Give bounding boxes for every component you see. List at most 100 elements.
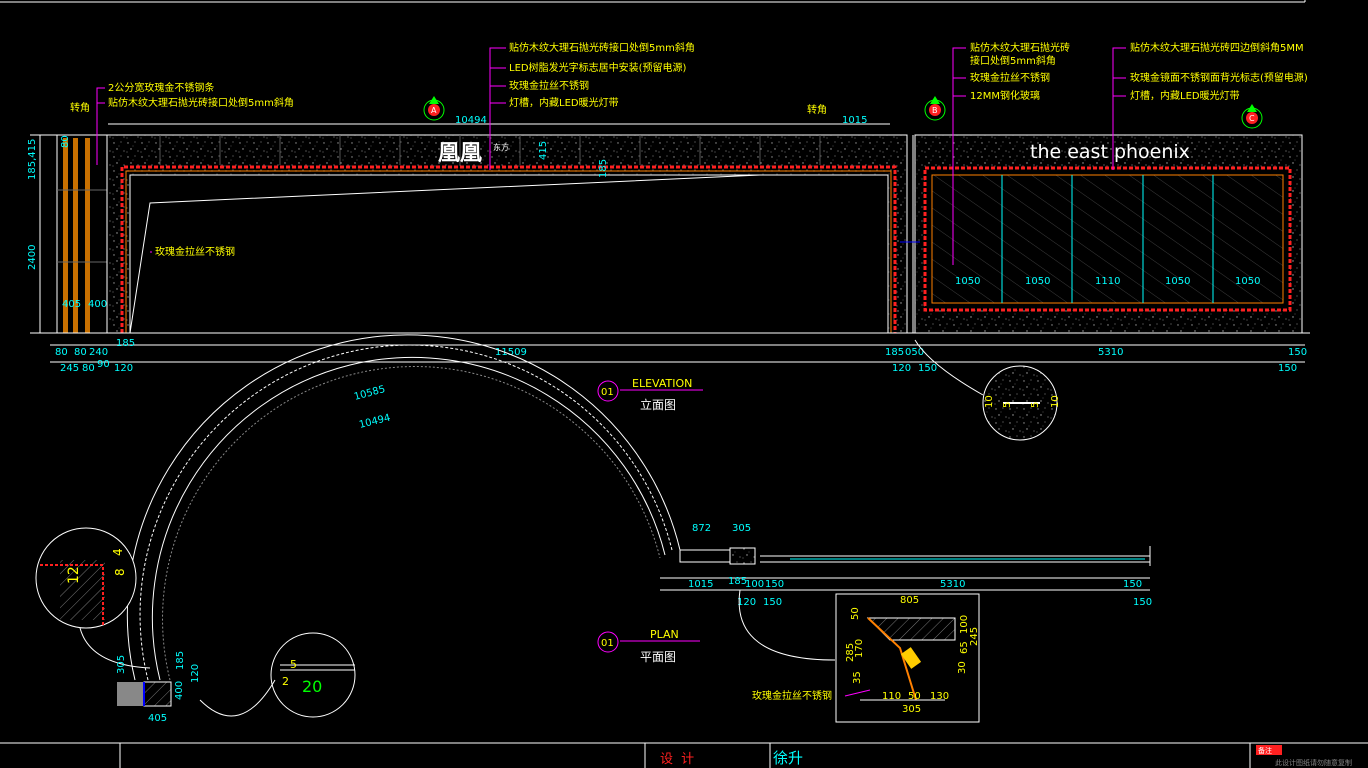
title-cn: 立面图 [640,397,676,412]
dim-v-415: 415 [538,141,549,160]
plan-dim: 150 [763,597,782,608]
plan-dim: 5310 [940,579,965,590]
foot-dim: 185 [175,651,186,670]
plan-view[interactable]: 10585 10494 872 305 1015 185 100 150 120… [35,334,1152,724]
dim-b2: 90 [97,359,110,370]
section-dim: 65 [959,641,970,654]
glass-panel [931,174,1284,304]
plan-column [729,547,756,565]
foot-dim: 400 [174,681,185,700]
note-right-b-1: 贴仿木纹大理石抛光砖四边倒斜角5MM [1130,41,1304,54]
rose-gold-trim-main [120,165,897,333]
detail-dim: 10 [1050,395,1061,408]
logo-cn: 凰凰 [438,141,482,166]
note-right-a-3: 玫瑰金拉丝不锈钢 [970,71,1050,84]
note-right-b-2: 玫瑰金镜面不锈钢面背光标志(预留电源) [1130,71,1308,84]
dim-11509: 11509 [495,347,527,358]
logo-en: the east phoenix [1030,141,1190,163]
section-dim: 35 [852,671,863,684]
trim-inner-line [125,170,892,333]
title-cn: 平面图 [640,650,676,664]
panel-dim: 1050 [1165,276,1190,287]
panel-dims: 1050 1050 1110 1050 1050 [955,276,1260,287]
plan-dim: 150 [1133,597,1152,608]
note-left-1: 2公分宽玫瑰金不锈钢条 [108,81,214,94]
stamp-box [1256,745,1282,755]
corner-label-mid: 转角 [807,103,827,116]
leader-lines [96,47,1126,265]
note-center-2: LED树脂发光字标志居中安装(预留电源) [509,61,686,74]
elevation-view[interactable]: 凰凰 东方 the east phoenix 1050 1050 1110 10… [27,41,1310,441]
section-marker-label: A [431,106,437,115]
detail-circle-small[interactable]: 2 5 20 [199,632,356,718]
dim-b2: 120 [114,363,133,374]
rose-gold-strip-3 [85,138,90,333]
plan-title: 01 PLAN 平面图 [597,628,700,664]
dim-b2: 245 [60,363,79,374]
dim-b2: 150 [1278,363,1297,374]
note-right-a-1: 贴仿木纹大理石抛光砖 [970,41,1070,54]
arc-mid [139,344,673,681]
detail-dim: 5 [290,658,297,671]
dim-400: 400 [88,299,107,310]
title-en: ELEVATION [632,377,692,390]
section-dim: 50 [850,607,861,620]
dim-v-185: 185 [598,159,609,178]
note-center-1: 贴仿木纹大理石抛光砖接口处倒5mm斜角 [509,41,695,54]
section-detail-box[interactable]: 805 50 285 170 35 100 65 245 30 110 50 1… [752,593,980,723]
dim-b: 150 [1288,347,1307,358]
title-number: 01 [601,387,614,398]
detail-dim: 2 [282,675,289,688]
elevation-title: 01 ELEVATION 立面图 [597,377,703,412]
foot-dim: 405 [148,713,167,724]
dim-v-80: 80 [60,135,71,148]
arc-dim-outer: 10585 [353,384,387,403]
detail-circle-elevation[interactable]: 10 5 5 10 [914,339,1061,441]
section-dim: 285 [845,643,856,662]
dim-b: 240 [89,347,108,358]
dim-b: 185 [116,338,135,349]
note-left-2: 贴仿木纹大理石抛光砖接口处倒5mm斜角 [108,96,294,109]
arc-dim-inner: 10494 [358,413,392,431]
footer-text: 此设计图纸请勿随意复制 [1275,758,1352,767]
section-marker-b[interactable]: B [924,96,946,121]
detail-circle-left[interactable]: 12 8 4 [35,527,151,669]
dim-b: 80 [55,347,68,358]
dim-5310: 5310 [1098,347,1123,358]
plan-dim: 120 [737,597,756,608]
arc-inner-2 [162,366,661,681]
detail-leader [914,339,984,396]
dim-v-2400: 2400 [27,245,38,270]
logo-cn-small: 东方 [493,142,509,152]
glass-mullions [1001,175,1214,303]
perspective-line [129,174,761,334]
section-dim: 170 [854,639,865,658]
section-marker-label: B [932,106,938,115]
plan-dim: 100 [745,579,764,590]
rose-gold-strip-2 [73,138,78,333]
section-dim: 110 [882,691,901,702]
plan-dim: 872 [692,523,711,534]
arc-foot: 305 405 400 120 185 [116,651,201,724]
rose-gold-strip-1 [63,138,68,333]
detail-dim: 4 [111,548,125,556]
design-label: 设 计 [660,752,696,767]
dim-b: 185 [885,347,904,358]
main-opening [129,174,889,334]
section-marker-a[interactable]: A [423,96,445,121]
title-number: 01 [601,638,614,649]
dim-b2: 150 [918,363,937,374]
panel-dim: 1110 [1095,276,1120,287]
stamp-text: 备注 [1258,746,1272,755]
title-en: PLAN [650,628,679,641]
detail-dim: 20 [302,677,322,696]
section-marker-label: C [1249,114,1255,123]
plan-dim: 185 [728,576,747,587]
section-marker-c[interactable]: C [1241,104,1263,129]
detail-leader [199,679,276,717]
detail-dim: 10 [984,395,995,408]
plan-dim: 305 [732,523,751,534]
detail-dim: 5 [1030,402,1041,408]
dim-b: 050 [905,347,924,358]
